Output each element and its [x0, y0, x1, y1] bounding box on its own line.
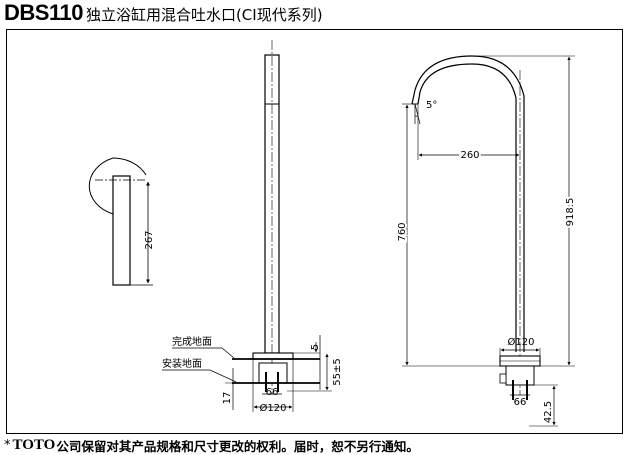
front-view: 267: [88, 157, 155, 286]
spout-dim-66-label: 66: [514, 397, 527, 408]
front-handle-body: [112, 175, 131, 286]
install-floor-label: 安装地面: [162, 357, 202, 370]
brand-name: TOTO: [12, 436, 56, 453]
front-flange-arc-right: [112, 157, 147, 176]
spout-dim-42-label: 42.5: [543, 401, 554, 423]
spout-base-block: [505, 365, 535, 386]
front-height-label: 267: [144, 230, 155, 249]
spout-inner-curve: [417, 63, 517, 352]
side-base-block: [258, 362, 288, 384]
spout-height-label: 760: [397, 222, 408, 241]
side-dim-66-label: 66: [266, 387, 279, 398]
side-dim-55-label: 55±5: [332, 358, 343, 385]
side-dim-dia-label: Ø120: [260, 402, 287, 414]
footer-disclaimer: * TOTO 公司保留对其产品规格和尺寸更改的权利。届时，恕不另行通知。: [4, 436, 419, 454]
disclaimer-text: 公司保留对其产品规格和尺寸更改的权利。届时，恕不另行通知。: [56, 438, 419, 454]
drawing-frame: [6, 29, 623, 434]
title-bar: DBS110 独立浴缸用混合吐水口(CI现代系列): [4, 0, 323, 28]
spout-outer-curve: [411, 55, 525, 352]
side-view: 完成地面 安装地面 5 55±5 17 66 Ø120: [162, 40, 343, 414]
side-dim-5-label: 5: [310, 344, 321, 350]
spout-side-valve: [499, 373, 507, 384]
spout-view: 5° 260 760 918.5 Ø120 66 42.5: [395, 55, 578, 427]
model-number: DBS110: [4, 0, 83, 25]
side-dim-17-label: 17: [222, 392, 233, 405]
spout-reach-label: 260: [460, 150, 479, 161]
front-flange-arc: [88, 157, 114, 215]
spout-angle-label: 5°: [426, 100, 437, 111]
spout-total-height-label: 918.5: [565, 198, 576, 227]
spout-base-dia-label: Ø120: [508, 336, 535, 348]
finished-floor-label: 完成地面: [172, 335, 212, 348]
product-title: 独立浴缸用混合吐水口(CI现代系列): [85, 6, 323, 24]
footnote-star: *: [4, 437, 11, 453]
